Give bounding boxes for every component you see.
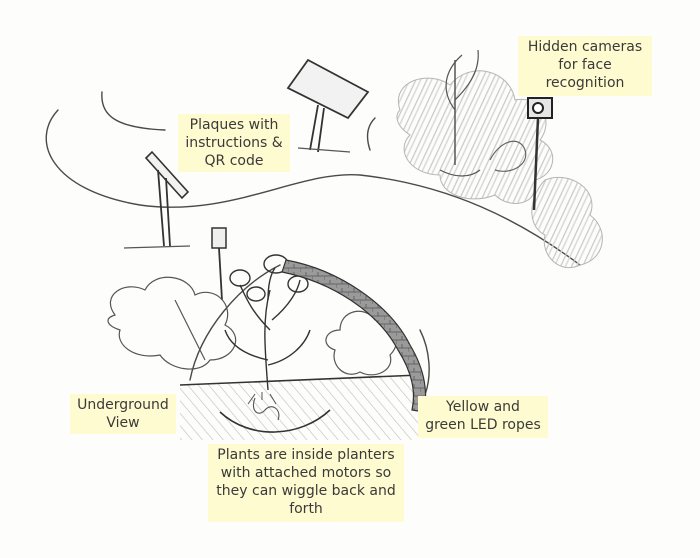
led-rope-icon — [281, 259, 427, 413]
path-lines — [45, 91, 581, 396]
plaque-sign-icon — [123, 150, 191, 249]
underground-soil — [179, 374, 421, 440]
plaque-sign-icon — [286, 58, 370, 153]
shrub-right-icon — [396, 49, 603, 269]
label-underground-view: Underground View — [70, 394, 176, 434]
label-hidden-cameras: Hidden cameras for face recognition — [518, 36, 652, 96]
camera-post-icon — [527, 97, 553, 211]
motor-post-icon — [211, 227, 227, 301]
label-plaques: Plaques with instructions & QR code — [178, 114, 290, 172]
label-led-ropes: Yellow and green LED ropes — [418, 396, 548, 438]
label-planters-motors: Plants are inside planters with attached… — [208, 444, 404, 522]
